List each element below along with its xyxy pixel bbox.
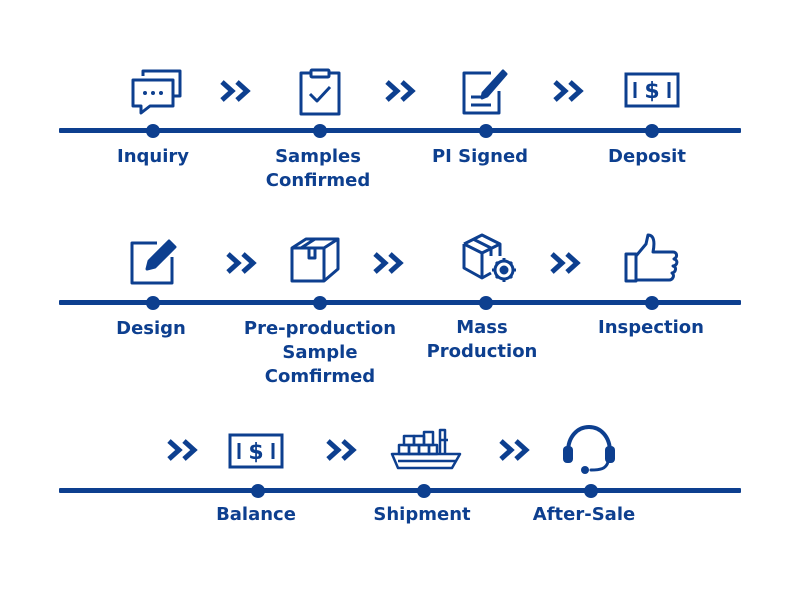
step-label-samples-confirmed: Samples Confirmed [265,146,371,191]
step-label-pre-production: Pre-production Sample Comfirmed [243,318,397,387]
box-gear-icon [461,232,519,284]
cash-bill-icon: $ [228,433,284,469]
step-dot-balance [251,484,265,498]
step-dot-shipment [417,484,431,498]
chevron-double-right-icon [326,439,360,465]
svg-text:$: $ [248,440,263,465]
step-label-balance: Balance [216,504,296,525]
row-3-timeline [59,488,741,493]
step-dot-inquiry [146,124,160,138]
step-dot-inspection [645,296,659,310]
signed-document-icon [461,67,509,117]
step-dot-design [146,296,160,310]
chevron-double-right-icon [373,252,407,278]
step-dot-samples-confirmed [313,124,327,138]
row-2-timeline [59,300,741,305]
step-label-deposit: Deposit [608,146,686,167]
step-dot-deposit [645,124,659,138]
step-label-design: Design [116,318,186,339]
step-dot-pre-production [313,296,327,310]
chat-bubbles-icon [130,68,184,116]
edit-pencil-icon [129,237,179,287]
chevron-double-right-icon [220,80,254,106]
chevron-double-right-icon [550,252,584,278]
cash-bill-icon: $ [624,72,680,108]
box-icon [289,236,341,284]
cargo-ship-icon [390,426,464,472]
chevron-double-right-icon [385,80,419,106]
step-label-inspection: Inspection [598,317,704,338]
svg-text:$: $ [644,79,659,104]
headset-icon [560,424,618,476]
chevron-double-right-icon [499,439,533,465]
chevron-double-right-icon [226,252,260,278]
step-label-inquiry: Inquiry [117,146,189,167]
step-label-after-sale: After-Sale [532,504,636,525]
step-dot-after-sale [584,484,598,498]
step-dot-pi-signed [479,124,493,138]
thumbs-up-icon [624,232,680,284]
chevron-double-right-icon [167,439,201,465]
step-label-pi-signed: PI Signed [431,146,529,167]
clipboard-check-icon [298,68,342,116]
step-dot-mass-production [479,296,493,310]
chevron-double-right-icon [553,80,587,106]
step-label-mass-production: Mass Production [426,317,538,362]
row-1-timeline [59,128,741,133]
step-label-shipment: Shipment [373,504,471,525]
